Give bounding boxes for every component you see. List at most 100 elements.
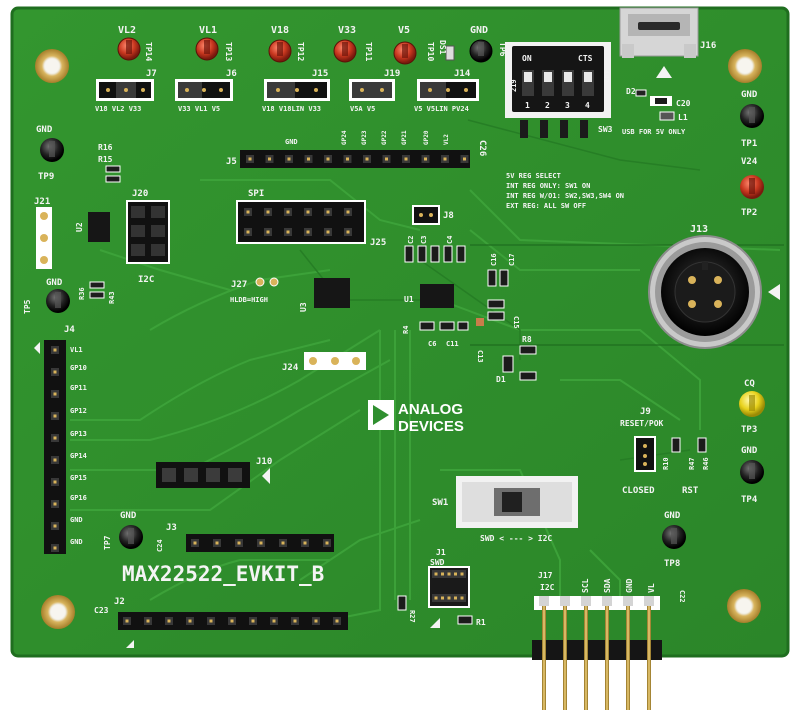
test-point-tp5[interactable] xyxy=(46,289,70,313)
jumper-j7[interactable] xyxy=(96,79,154,101)
j17-pin-label: I2C xyxy=(540,583,555,592)
label-c20: C20 xyxy=(676,99,691,108)
header-j21[interactable] xyxy=(36,207,52,269)
gold-pin xyxy=(542,600,546,710)
header-pin xyxy=(193,541,197,545)
label-ds1: DS1 xyxy=(438,40,447,55)
label-j9: J9 xyxy=(640,407,651,417)
resistor-r47 xyxy=(697,437,707,453)
pin-pad xyxy=(644,596,654,606)
header-j27[interactable] xyxy=(255,277,279,287)
header-pin xyxy=(365,157,369,161)
header-pin xyxy=(293,619,297,623)
j17-pins xyxy=(539,596,654,710)
label-sw1: SW1 xyxy=(432,498,448,508)
label-gnd-tp9: GND xyxy=(36,125,53,135)
label-gnd-top: GND xyxy=(470,25,488,36)
test-point-v5[interactable] xyxy=(393,41,417,65)
header-pin xyxy=(326,230,330,234)
header-j4[interactable] xyxy=(44,340,66,554)
slide-switch-sw1[interactable] xyxy=(456,476,578,528)
resistor-r36 xyxy=(89,281,105,289)
label-c4: C4 xyxy=(446,236,454,244)
j17-pin-label: SDA xyxy=(603,578,612,593)
label-j15: J15 xyxy=(312,69,328,79)
header-pin xyxy=(325,541,329,545)
header-j24[interactable] xyxy=(304,352,366,370)
j4-pin-label: VL1 xyxy=(70,346,83,354)
pcb-edge xyxy=(10,6,790,658)
label-tp6: TP6 xyxy=(498,42,507,57)
diode-d2 xyxy=(635,89,647,97)
test-point-tp1[interactable] xyxy=(740,104,764,128)
header-j5-body xyxy=(240,150,470,168)
test-point-tp9[interactable] xyxy=(40,138,64,162)
jumper-j15[interactable] xyxy=(264,79,330,101)
label-reset-pok: RESET/POK xyxy=(620,419,664,428)
header-pin xyxy=(335,619,339,623)
label-c22: C22 xyxy=(678,590,686,603)
jumper-j14[interactable] xyxy=(417,79,479,101)
test-point-tp4[interactable] xyxy=(740,460,764,484)
header-pin xyxy=(53,524,57,528)
label-c17: C17 xyxy=(508,253,516,266)
label-r15: R15 xyxy=(98,155,113,164)
mounting-hole xyxy=(51,605,65,619)
board-name: MAX22522_EVKIT_B xyxy=(122,562,324,586)
pcb-board xyxy=(12,8,788,656)
header-pin xyxy=(53,546,57,550)
label-sw3: SW3 xyxy=(598,125,613,134)
jumper-j9[interactable] xyxy=(634,436,656,472)
header-j5[interactable] xyxy=(240,150,470,168)
label-hldb-high: HLDB=HIGH xyxy=(230,296,268,304)
pin1-arrow-icon xyxy=(262,468,270,484)
usb-connector-j16[interactable] xyxy=(619,7,699,58)
j5-pin-label: GP21 xyxy=(401,130,408,145)
header-pin xyxy=(306,210,310,214)
label-j14: J14 xyxy=(454,69,471,79)
header-pin xyxy=(286,210,290,214)
header-j20[interactable] xyxy=(126,200,170,264)
j4-pin-label: GND xyxy=(70,516,83,524)
label-tp9: TP9 xyxy=(38,172,54,182)
header-j25-spi[interactable] xyxy=(236,200,366,244)
test-point-tp3[interactable] xyxy=(739,391,765,417)
test-point-vl2[interactable] xyxy=(117,37,141,61)
header-pin xyxy=(53,392,57,396)
header-pin xyxy=(53,348,57,352)
sw3-num-4: 4 xyxy=(585,101,590,110)
label-c11: C11 xyxy=(446,340,459,348)
test-point-tp2[interactable] xyxy=(740,175,764,199)
test-point-v18[interactable] xyxy=(268,39,292,63)
header-j10[interactable] xyxy=(156,462,250,488)
label-j13: J13 xyxy=(690,224,708,235)
header-pin xyxy=(307,157,310,161)
test-point-gnd-top[interactable] xyxy=(469,39,493,63)
test-point-v33[interactable] xyxy=(333,39,357,63)
header-pin xyxy=(434,572,438,576)
test-point-tp8[interactable] xyxy=(662,525,686,549)
header-pin xyxy=(463,157,466,161)
jumper-j19[interactable] xyxy=(349,79,395,101)
test-point-tp7[interactable] xyxy=(119,525,143,549)
j5-pin-label: GP22 xyxy=(381,130,388,145)
label-v5: V5 xyxy=(398,25,410,36)
label-r8: R8 xyxy=(522,335,532,344)
header-pin xyxy=(447,596,451,600)
jumper-j6[interactable] xyxy=(175,79,233,101)
logo-text-analog: ANALOG xyxy=(398,401,463,418)
j1-pins xyxy=(432,570,466,602)
header-pin xyxy=(53,370,57,374)
mounting-hole xyxy=(738,59,752,73)
dip-switch-sw3[interactable] xyxy=(505,42,611,118)
test-point-vl1[interactable] xyxy=(195,37,219,61)
j4-pin-label: GP12 xyxy=(70,407,87,415)
m12-connector-j13[interactable] xyxy=(648,235,762,349)
gold-pin xyxy=(626,600,630,710)
label-r46: R46 xyxy=(702,457,710,470)
jumper-j8[interactable] xyxy=(412,205,440,225)
header-pin xyxy=(424,157,427,161)
label-tp12: TP12 xyxy=(296,42,305,61)
header-pin xyxy=(188,619,192,623)
